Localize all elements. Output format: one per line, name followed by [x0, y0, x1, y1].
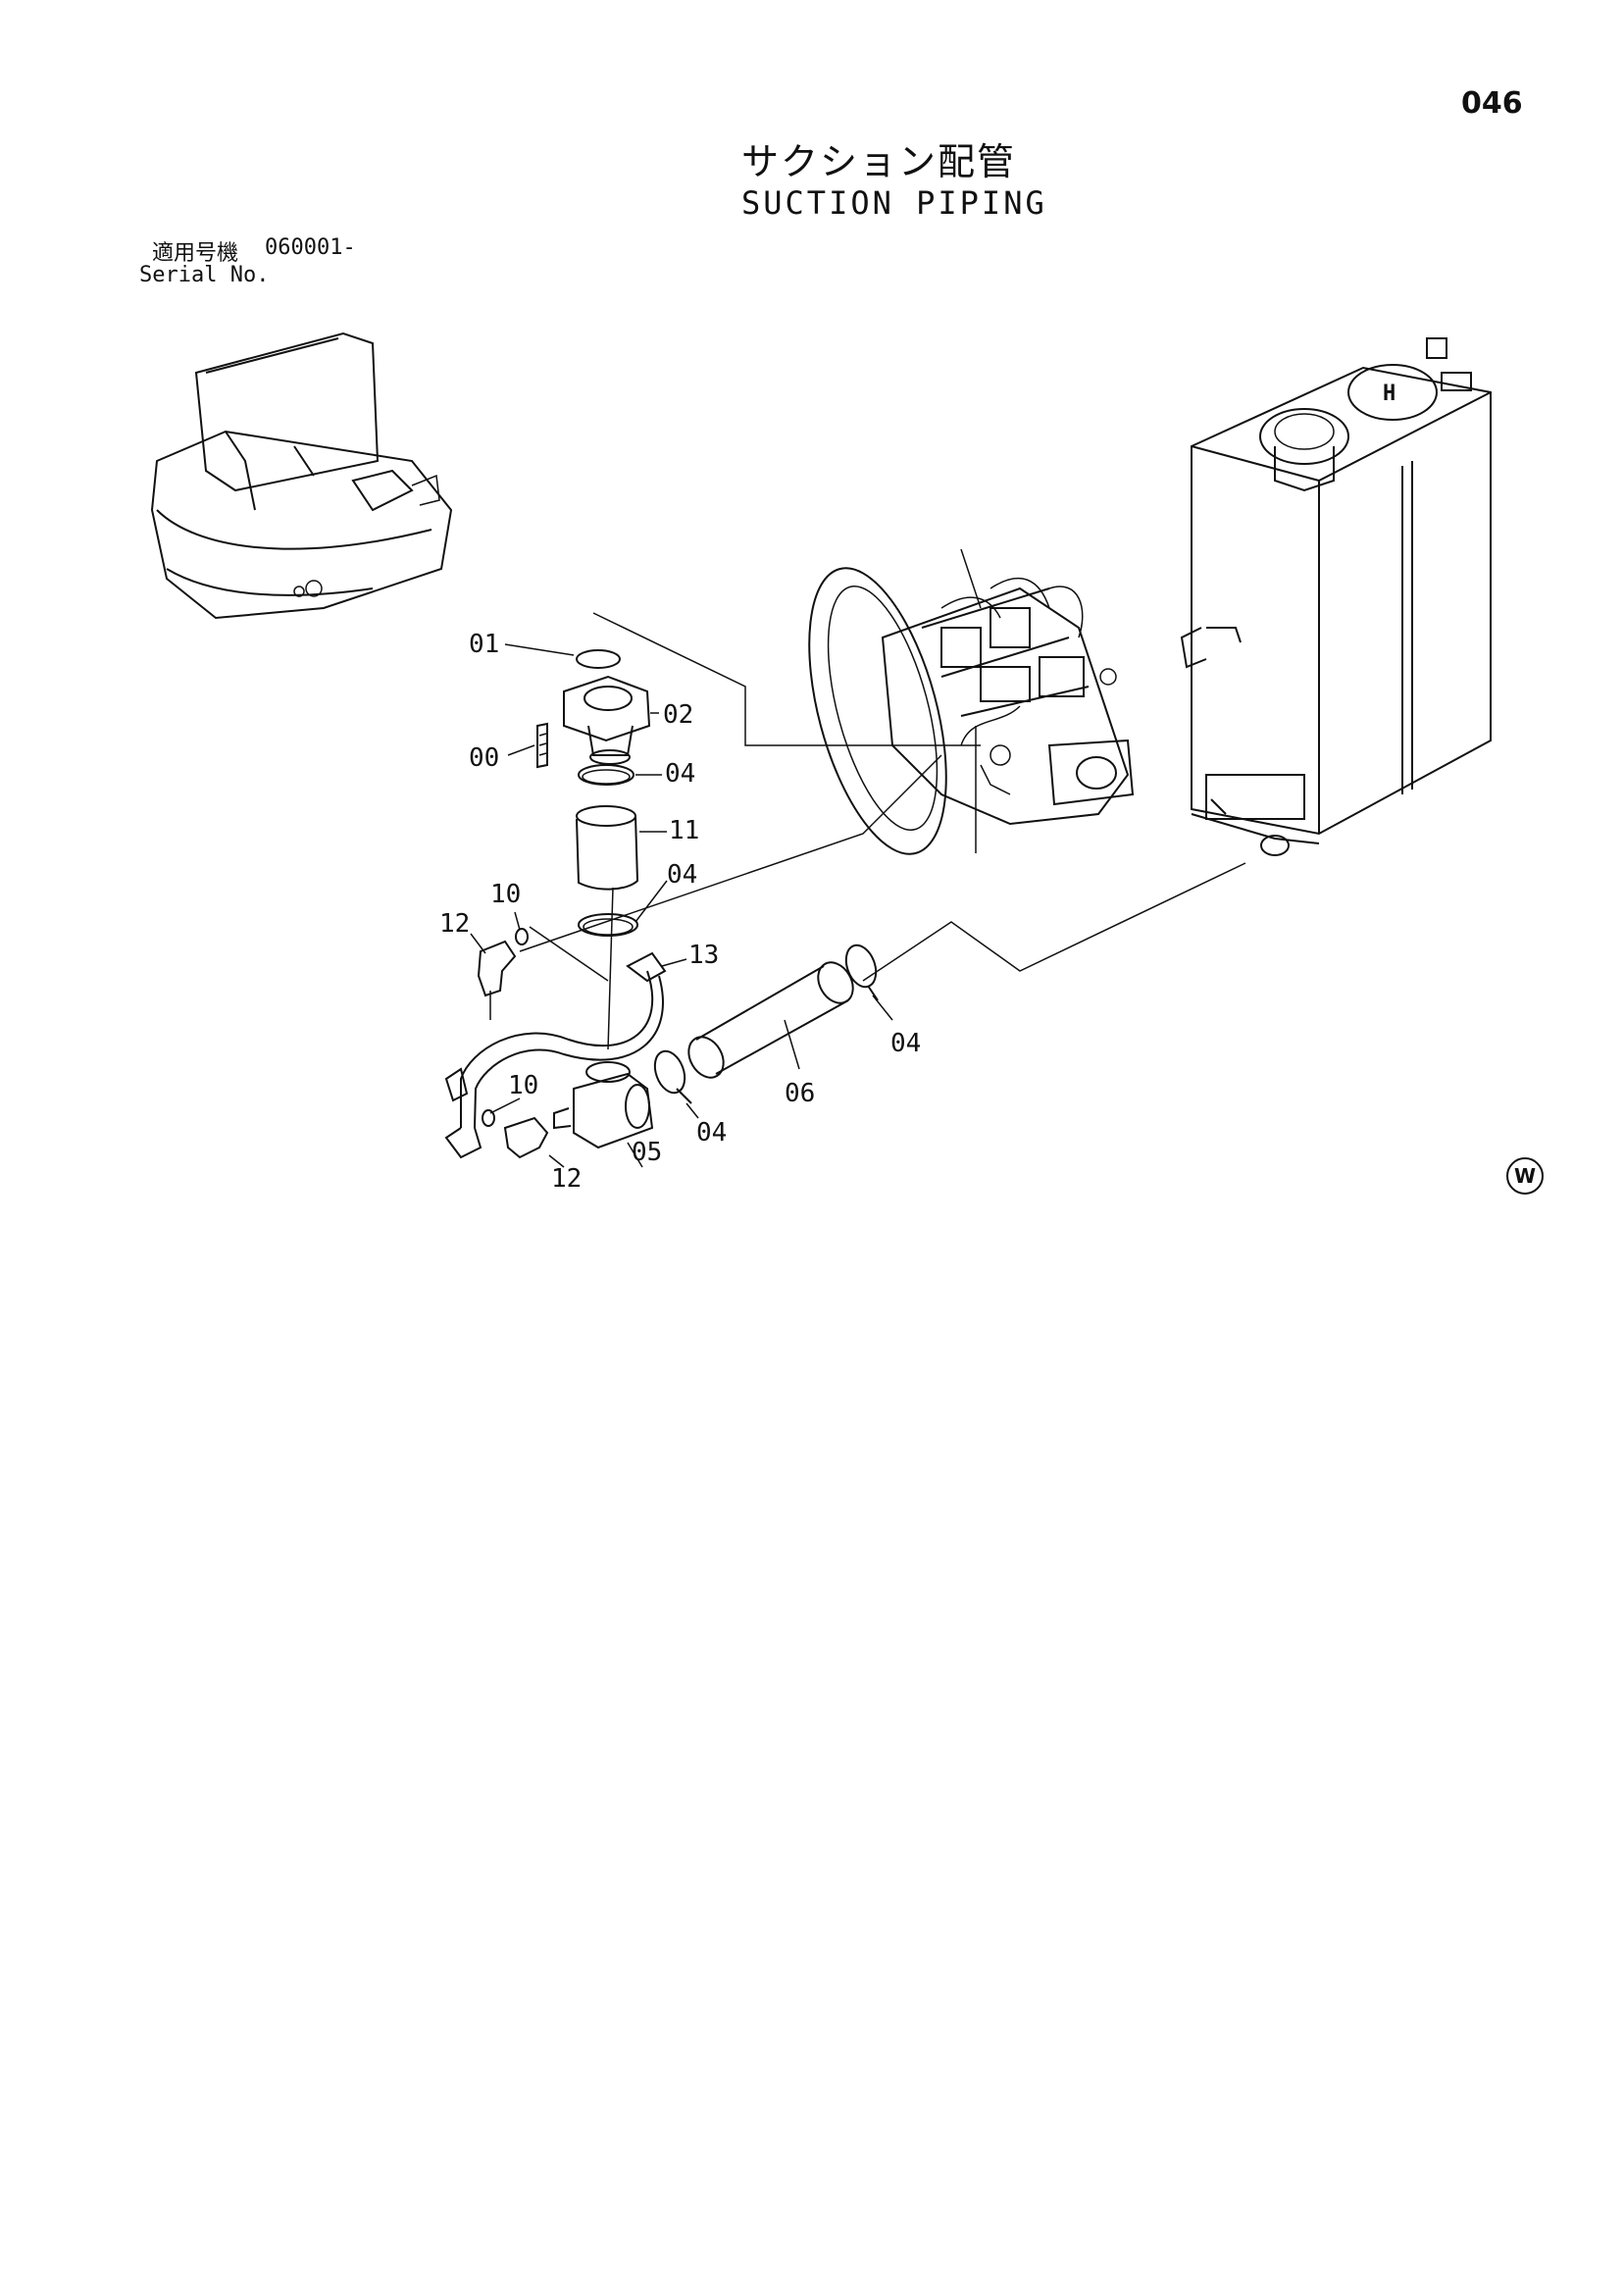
callout-04-lower-left: 04 — [696, 1118, 727, 1148]
parts-group — [444, 649, 879, 1159]
callout-00: 00 — [469, 743, 499, 773]
callout-04-lower-right: 04 — [890, 1029, 921, 1058]
callout-10-upper: 10 — [490, 880, 521, 909]
serial-value: 060001- — [265, 235, 356, 260]
corner-circle-mark: W — [1506, 1157, 1544, 1195]
callout-02: 02 — [663, 700, 693, 730]
callout-01: 01 — [469, 630, 499, 659]
callout-12-upper: 12 — [439, 909, 470, 939]
title-english: SUCTION PIPING — [741, 184, 1047, 222]
callout-leaders — [470, 643, 893, 1168]
callout-12-lower: 12 — [551, 1164, 582, 1194]
connection-lines — [489, 612, 1246, 1050]
svg-text:H: H — [1383, 382, 1396, 406]
title-japanese: サクション配管 — [741, 140, 1017, 183]
callout-10-lower: 10 — [508, 1071, 538, 1100]
callout-04-middle: 04 — [667, 860, 697, 890]
callout-05: 05 — [632, 1138, 662, 1167]
callout-06: 06 — [785, 1079, 815, 1108]
hydraulic-tank-drawing: H — [1180, 337, 1492, 856]
serial-label-japanese: 適用号機 — [152, 241, 239, 266]
callout-13: 13 — [688, 941, 719, 970]
callout-04-upper: 04 — [665, 759, 695, 789]
page-number: 046 — [1461, 86, 1523, 121]
callout-11: 11 — [669, 816, 699, 845]
machine-overview-icon — [150, 332, 453, 620]
hydraulic-pump-drawing — [808, 548, 1135, 855]
serial-label-english: Serial No. — [139, 263, 270, 287]
